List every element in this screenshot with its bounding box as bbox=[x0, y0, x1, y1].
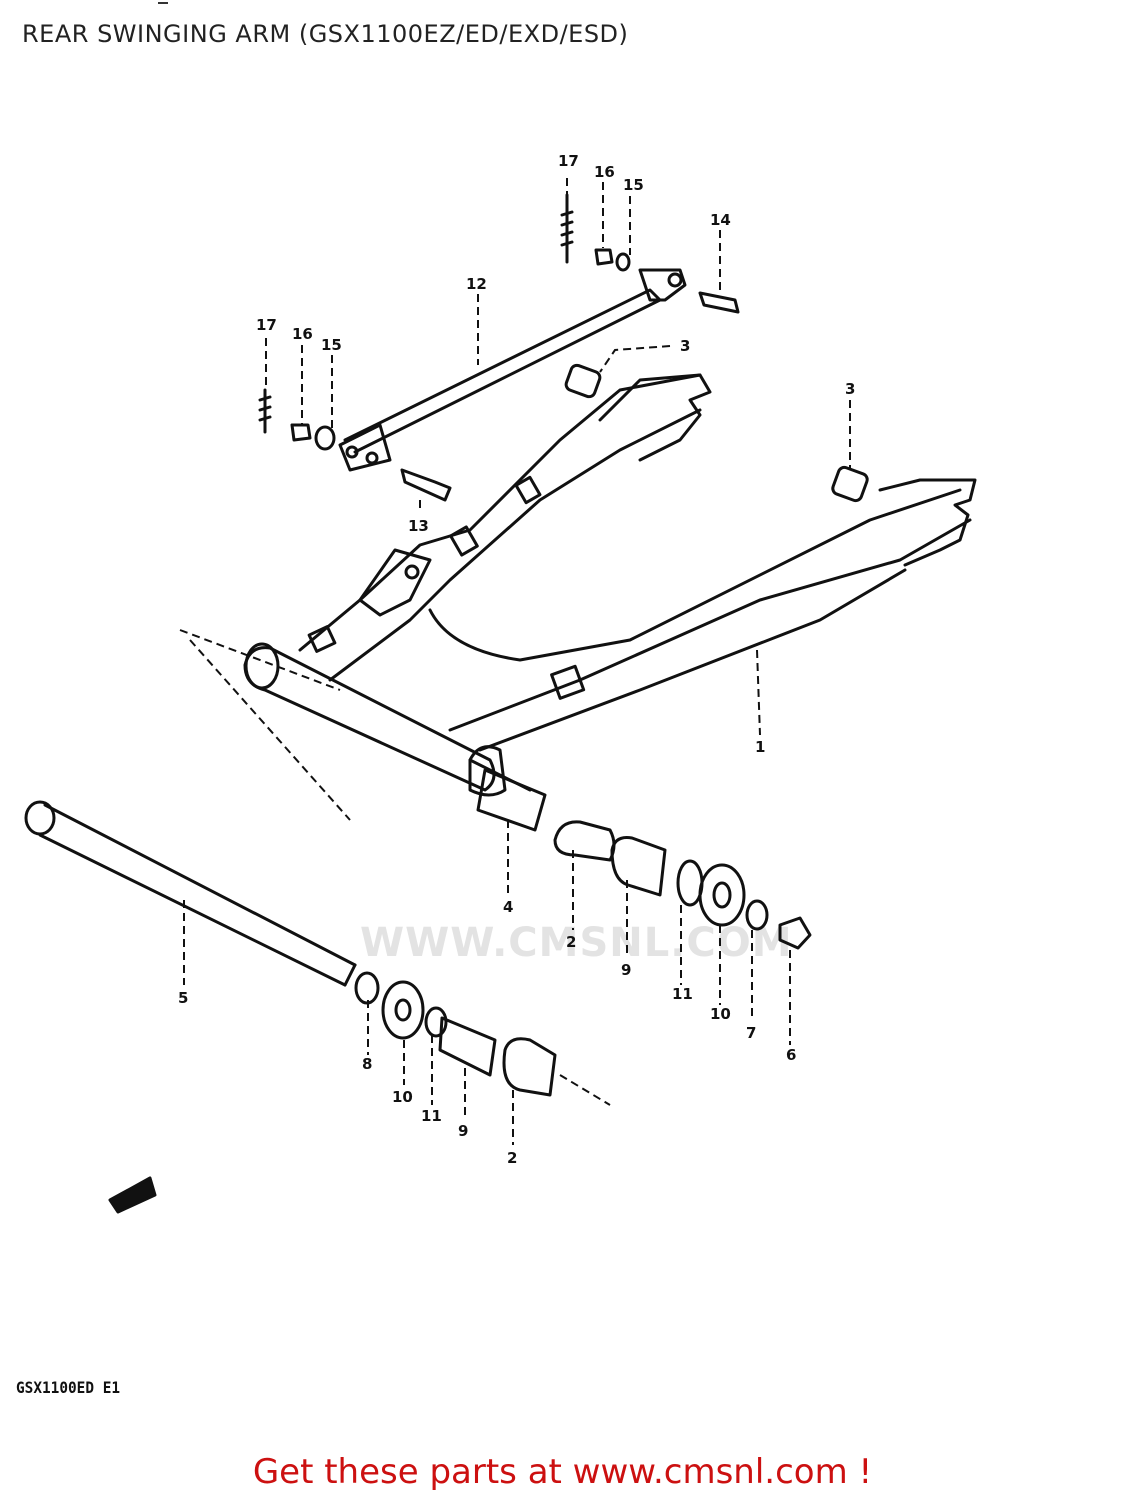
bushings-3 bbox=[564, 363, 869, 503]
callout-8: 8 bbox=[362, 1055, 372, 1073]
callout-17: 17 bbox=[256, 316, 277, 334]
callout-16: 16 bbox=[594, 163, 615, 181]
callout-2: 2 bbox=[566, 933, 576, 951]
callout-10: 10 bbox=[392, 1088, 413, 1106]
callout-16: 16 bbox=[292, 325, 313, 343]
callout-1: 1 bbox=[755, 738, 765, 756]
callout-15: 15 bbox=[321, 336, 342, 354]
footer-link[interactable]: Get these parts at www.cmsnl.com ! bbox=[252, 1452, 873, 1492]
callout-11: 11 bbox=[421, 1107, 442, 1125]
pivot-shaft bbox=[24, 800, 357, 987]
callout-11: 11 bbox=[672, 985, 693, 1003]
callout-9: 9 bbox=[458, 1122, 468, 1140]
title-mark bbox=[158, 2, 168, 4]
torque-link bbox=[338, 268, 687, 472]
callout-3: 3 bbox=[845, 380, 855, 398]
callout-6: 6 bbox=[786, 1046, 796, 1064]
callout-12: 12 bbox=[466, 275, 487, 293]
callout-15: 15 bbox=[623, 176, 644, 194]
swing-arm bbox=[243, 373, 977, 797]
page-title: REAR SWINGING ARM (GSX1100EZ/ED/EXD/ESD) bbox=[22, 20, 629, 48]
callout-3: 3 bbox=[680, 337, 690, 355]
callout-7: 7 bbox=[746, 1024, 756, 1042]
front-arrow-icon bbox=[108, 1176, 157, 1214]
top-hardware bbox=[258, 193, 740, 502]
callout-4: 4 bbox=[503, 898, 513, 916]
model-code: GSX1100ED E1 bbox=[16, 1378, 121, 1397]
callout-2: 2 bbox=[507, 1149, 517, 1167]
callout-13: 13 bbox=[408, 517, 429, 535]
callout-14: 14 bbox=[710, 211, 731, 229]
callout-9: 9 bbox=[621, 961, 631, 979]
right-pivot-parts bbox=[476, 768, 812, 950]
callout-17: 17 bbox=[558, 152, 579, 170]
callout-5: 5 bbox=[178, 989, 188, 1007]
callout-10: 10 bbox=[710, 1005, 731, 1023]
left-pivot-parts bbox=[354, 971, 557, 1097]
